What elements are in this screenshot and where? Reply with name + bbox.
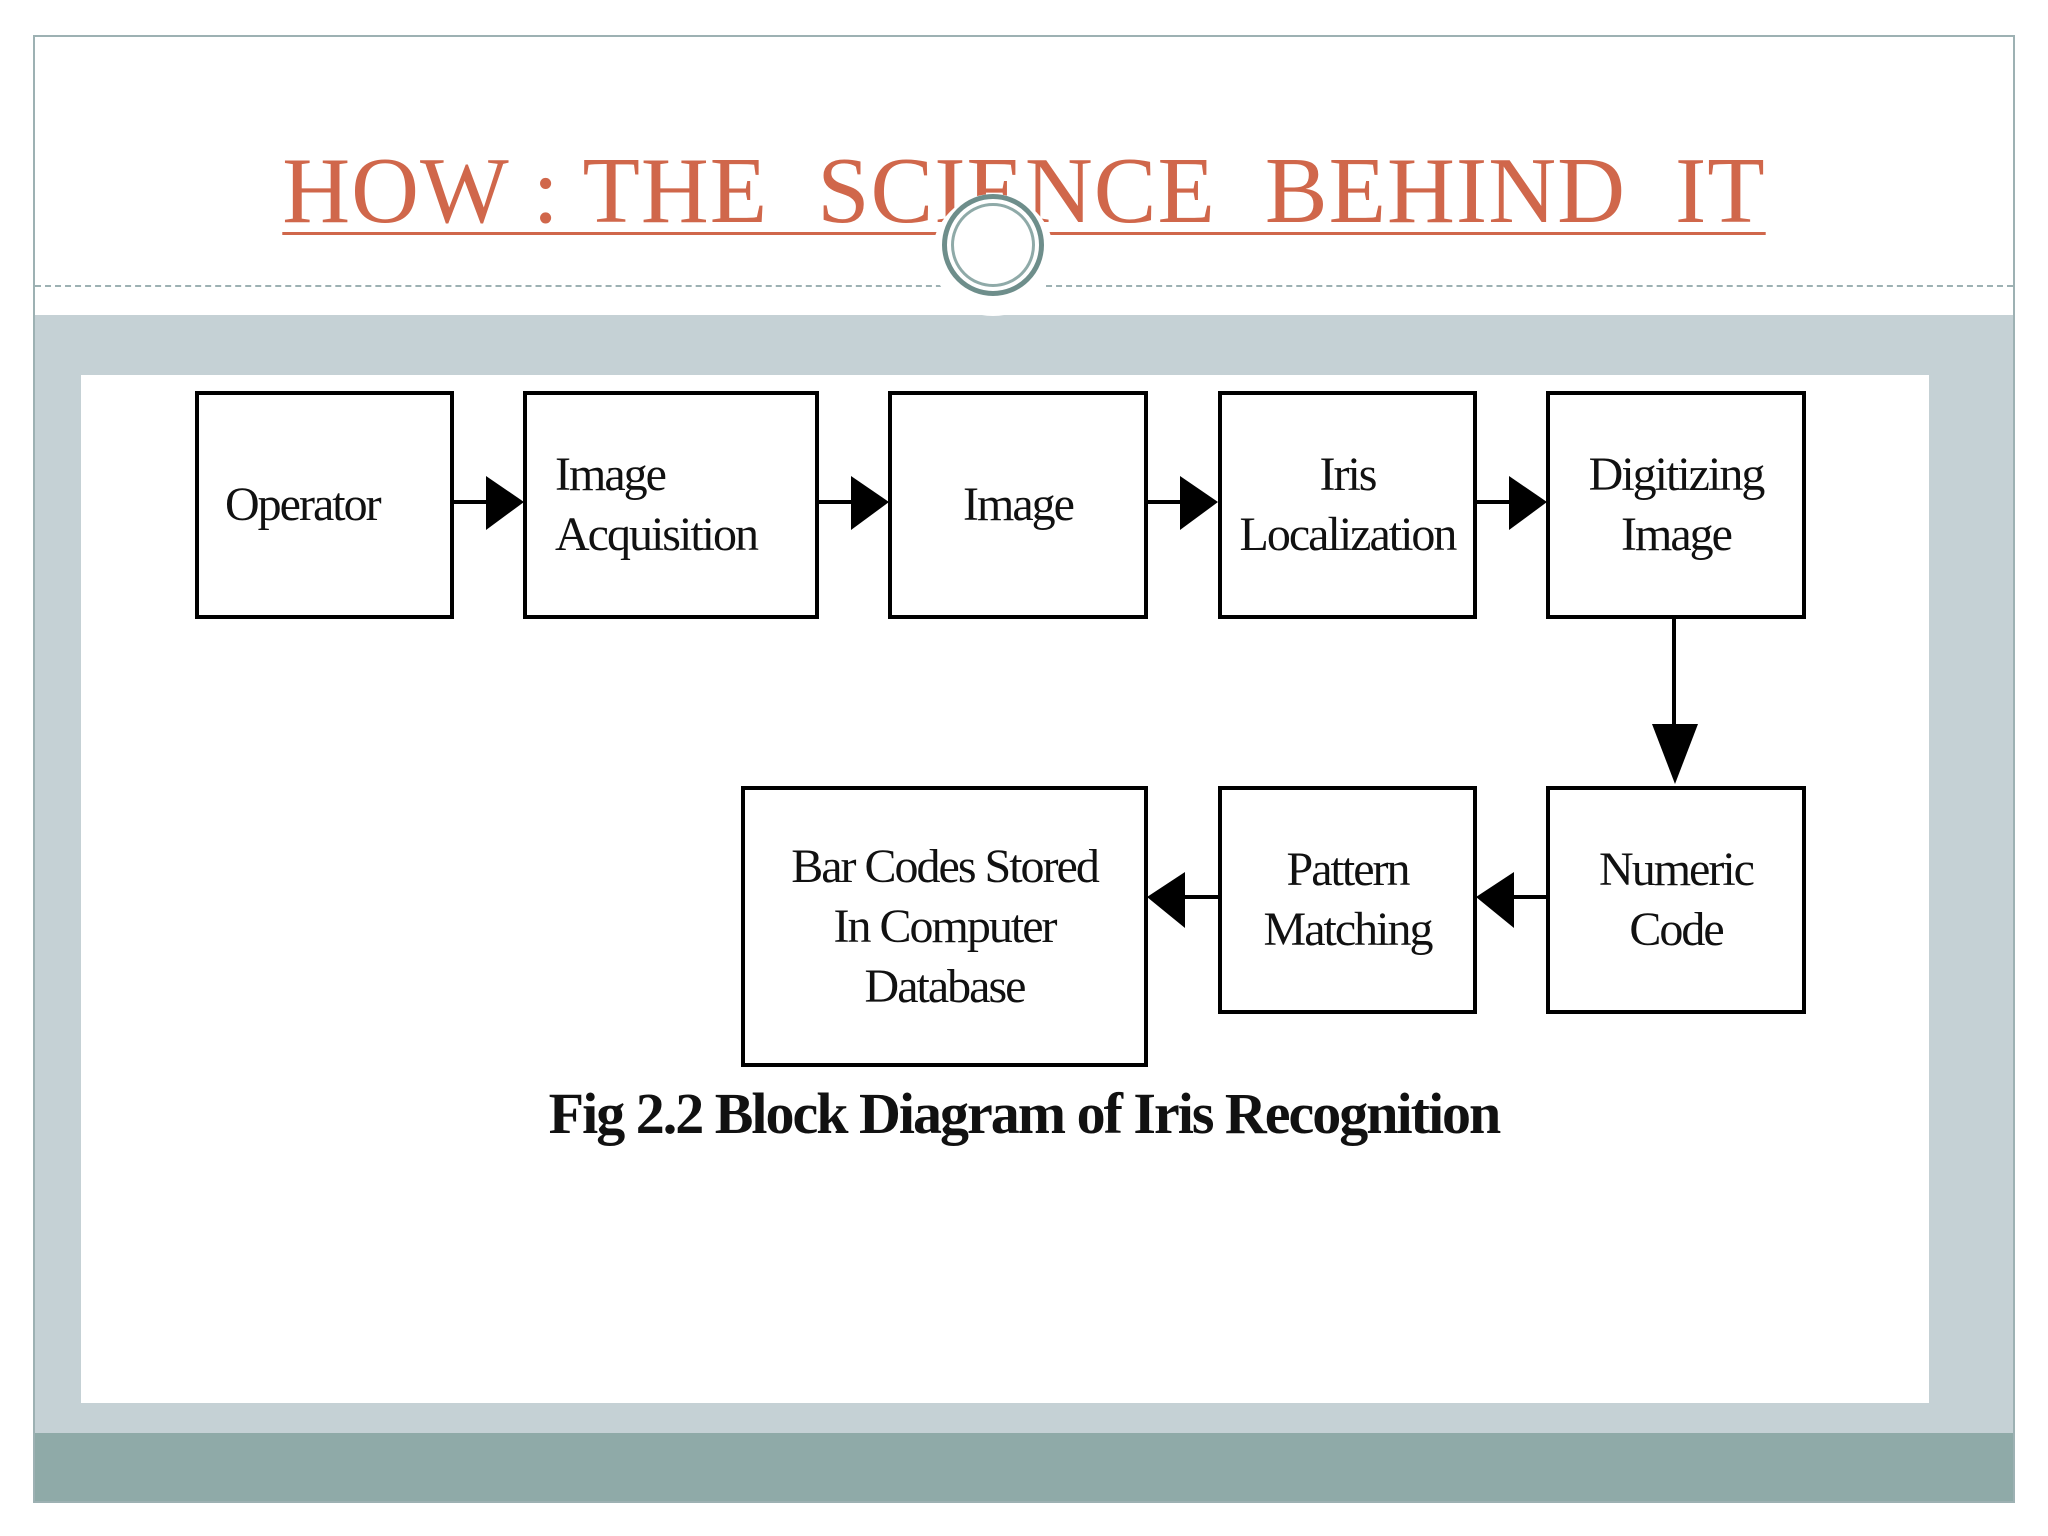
arrowhead-icon (851, 476, 889, 530)
node-numeric-code: Numeric Code (1546, 786, 1806, 1014)
arrowhead-icon (1509, 476, 1547, 530)
figure-caption: Fig 2.2 Block Diagram of Iris Recognitio… (548, 1081, 1502, 1146)
divider-ring-inner-icon (951, 203, 1035, 287)
arrowhead-icon (1180, 476, 1218, 530)
slide-title: HOW : THE SCIENCE BEHIND IT (282, 139, 1766, 243)
node-digitizing-image: Digitizing Image (1546, 391, 1806, 619)
node-bar-codes-stored: Bar Codes Stored In Computer Database (741, 786, 1148, 1067)
node-image: Image (888, 391, 1148, 619)
node-iris-localization: Iris Localization (1218, 391, 1477, 619)
node-pattern-matching: Pattern Matching (1218, 786, 1477, 1014)
arrowhead-icon (1652, 724, 1698, 784)
arrowhead-icon (1476, 872, 1514, 928)
arrowhead-icon (486, 476, 524, 530)
node-operator: Operator (195, 391, 454, 619)
node-image-acquisition: Image Acquisition (523, 391, 819, 619)
footer-band (35, 1433, 2013, 1501)
arrowhead-icon (1147, 872, 1185, 928)
